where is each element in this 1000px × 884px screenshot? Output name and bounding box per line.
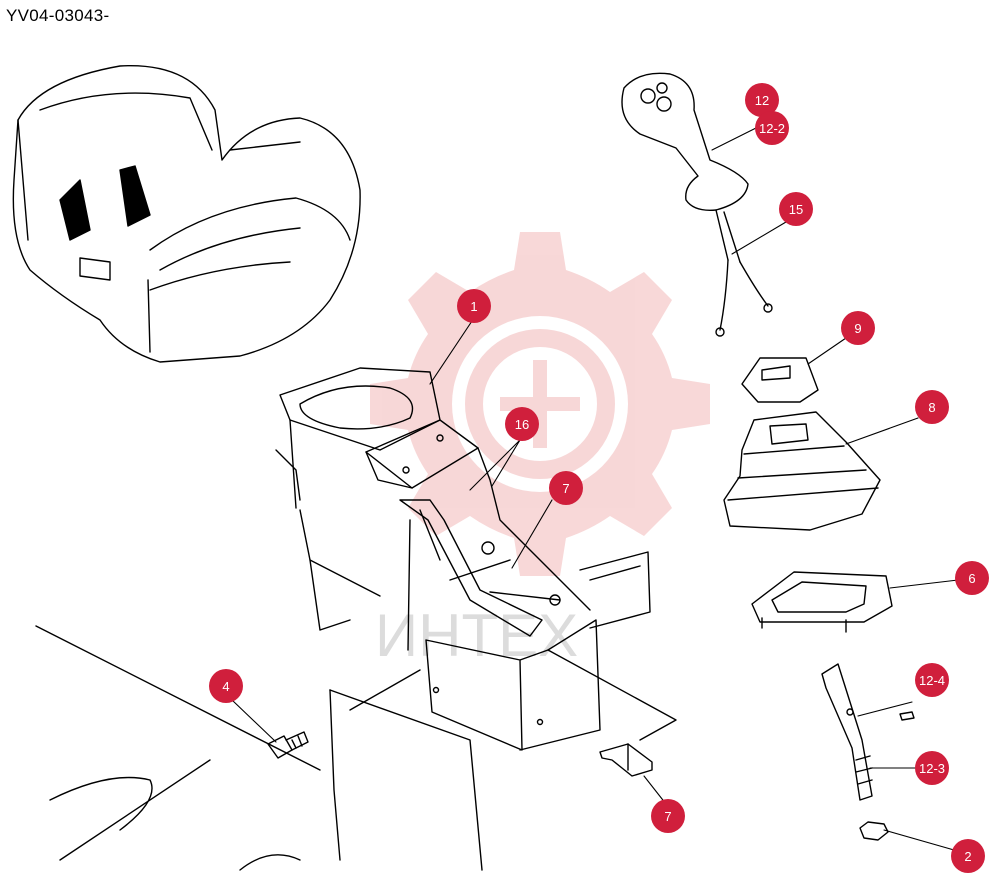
callout-12-4[interactable]: 12-4 (915, 663, 949, 697)
lever-part-12-3 (821, 663, 915, 801)
watermark-text: ИНТЕХ (375, 602, 578, 669)
callout-4[interactable]: 4 (209, 669, 243, 703)
seat-overview-illustration (12, 65, 361, 363)
callout-8[interactable]: 8 (915, 390, 949, 424)
callout-12-3[interactable]: 12-3 (915, 751, 949, 785)
callout-9[interactable]: 9 (841, 311, 875, 345)
nut-part-2 (859, 821, 889, 841)
leader-lines (231, 127, 959, 851)
floor-plate-lines (35, 625, 677, 871)
boot-cap-part-9 (741, 357, 819, 403)
callout-15[interactable]: 15 (779, 192, 813, 226)
bracket-part-7 (599, 743, 653, 777)
callout-2[interactable]: 2 (951, 839, 985, 873)
callout-16[interactable]: 16 (505, 407, 539, 441)
document-code: YV04-03043- (6, 6, 110, 25)
callout-7-lower[interactable]: 7 (651, 799, 685, 833)
callout-1[interactable]: 1 (457, 289, 491, 323)
mounting-plate-part-6 (751, 571, 893, 633)
bolt-part-4 (267, 731, 309, 759)
callout-6[interactable]: 6 (955, 561, 989, 595)
callout-7-upper[interactable]: 7 (549, 471, 583, 505)
watermark-gear-icon (370, 232, 710, 576)
callout-12-2[interactable]: 12-2 (755, 111, 789, 145)
console-stand-part (275, 367, 651, 751)
rubber-boot-part-8 (723, 411, 881, 531)
joystick-grip-part-12 (621, 72, 773, 337)
